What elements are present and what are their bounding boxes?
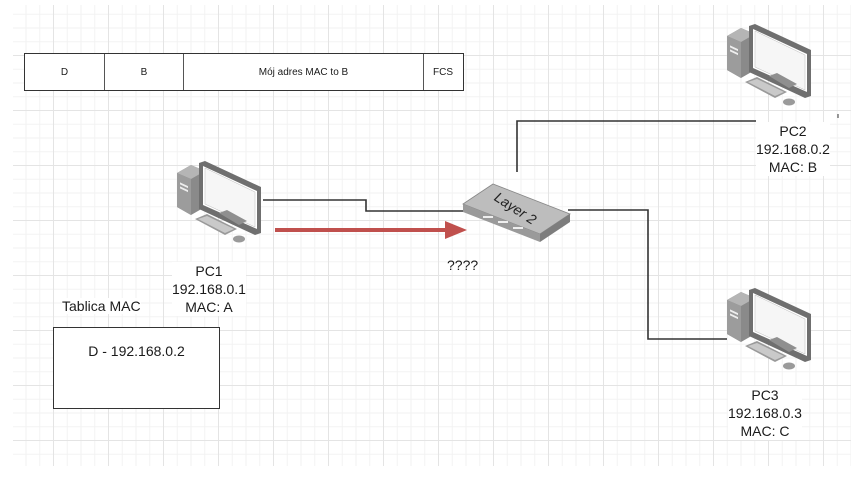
pc1-ip: 192.168.0.1 bbox=[172, 281, 246, 297]
pc3-label: PC3 192.168.0.3 MAC: C bbox=[728, 386, 802, 440]
switch-status-text: ???? bbox=[447, 257, 479, 273]
link-switch-pc3[interactable] bbox=[568, 209, 727, 340]
pc1-label: PC1 192.168.0.1 MAC: A bbox=[172, 262, 246, 316]
pc2-mac: MAC: B bbox=[768, 159, 818, 175]
pc3-ip: 192.168.0.3 bbox=[728, 405, 802, 421]
pc2-computer-icon[interactable] bbox=[726, 23, 812, 106]
frame-field-payload: Mój adres MAC to B bbox=[184, 54, 424, 90]
frame-field-fcs: FCS bbox=[433, 66, 453, 78]
mac-table-entry: D - 192.168.0.2 bbox=[88, 343, 185, 359]
pc2-label: PC2 192.168.0.2 MAC: B bbox=[756, 122, 830, 176]
pc2-ip: 192.168.0.2 bbox=[756, 141, 830, 157]
pc2-name: PC2 bbox=[779, 123, 807, 139]
link-switch-pc2[interactable] bbox=[516, 120, 756, 172]
pc3-computer-icon[interactable] bbox=[726, 287, 812, 370]
mac-table-title: Tablica MAC bbox=[62, 298, 141, 314]
pc3-name: PC3 bbox=[751, 387, 779, 403]
frame-field-destination: D bbox=[25, 54, 105, 90]
pc1-computer-icon[interactable] bbox=[176, 160, 262, 243]
layer2-switch-icon[interactable]: Layer 2 bbox=[462, 183, 571, 242]
pc3-mac: MAC: C bbox=[740, 423, 790, 439]
link-pc1-switch[interactable] bbox=[263, 199, 463, 212]
ethernet-frame: D B Mój adres MAC to B FCS bbox=[24, 53, 464, 91]
pc1-name: PC1 bbox=[195, 263, 223, 279]
frame-field-source: B bbox=[105, 54, 184, 90]
pc1-mac: MAC: A bbox=[185, 299, 233, 315]
mac-table: D - 192.168.0.2 bbox=[53, 327, 220, 409]
frame-direction-arrow bbox=[275, 221, 467, 239]
